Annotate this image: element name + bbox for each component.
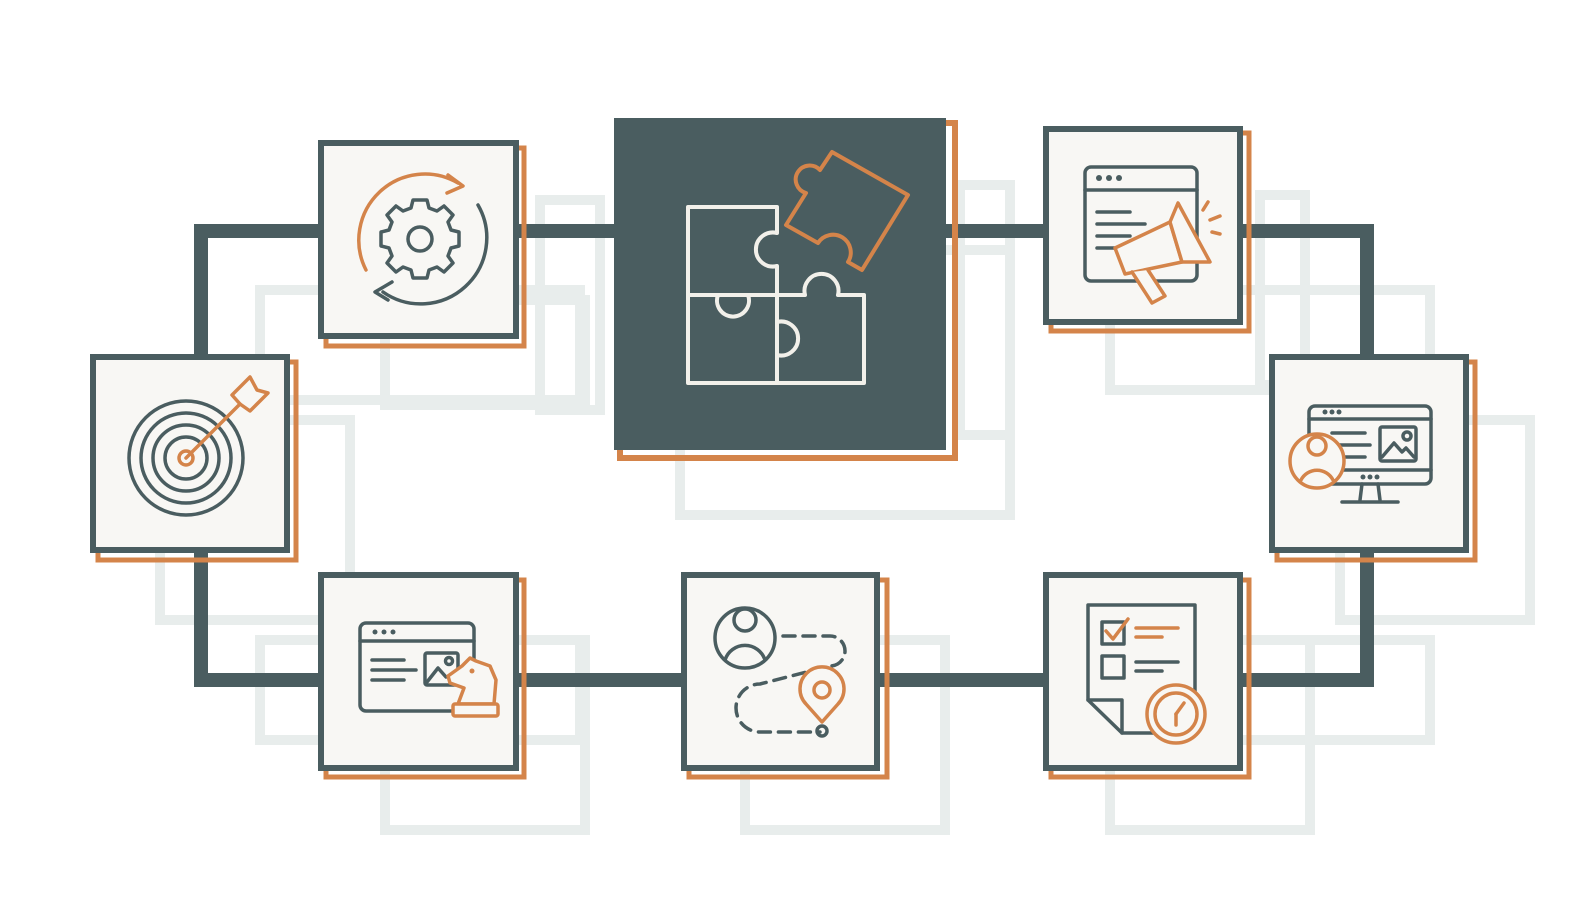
connector-right-loop xyxy=(1240,224,1374,358)
target-arrow-icon xyxy=(127,375,270,517)
checklist-clock-icon xyxy=(1086,603,1207,745)
connector-right-bottom xyxy=(1240,550,1374,687)
connector-left-bottom xyxy=(194,550,322,687)
tile-bottom-right xyxy=(1043,572,1252,780)
puzzle-pieces-icon xyxy=(686,150,910,385)
connector-left-loop xyxy=(194,224,322,358)
monitor-user-icon xyxy=(1288,404,1433,504)
tile-bottom-middle xyxy=(681,572,890,780)
tile-right xyxy=(1269,354,1478,563)
center-tile-background xyxy=(614,118,946,450)
connector-lines xyxy=(194,224,1374,687)
tile-top-right xyxy=(1043,126,1252,334)
process-cycle-gear-icon xyxy=(357,172,489,306)
web-page-chess-knight-icon xyxy=(358,621,500,718)
web-page-megaphone-icon xyxy=(1083,165,1222,305)
tile-bottom-left xyxy=(318,572,527,780)
center-tile xyxy=(614,118,958,461)
tile-left xyxy=(90,354,299,563)
user-journey-location-icon xyxy=(713,606,847,738)
tile-top-left xyxy=(318,140,527,349)
